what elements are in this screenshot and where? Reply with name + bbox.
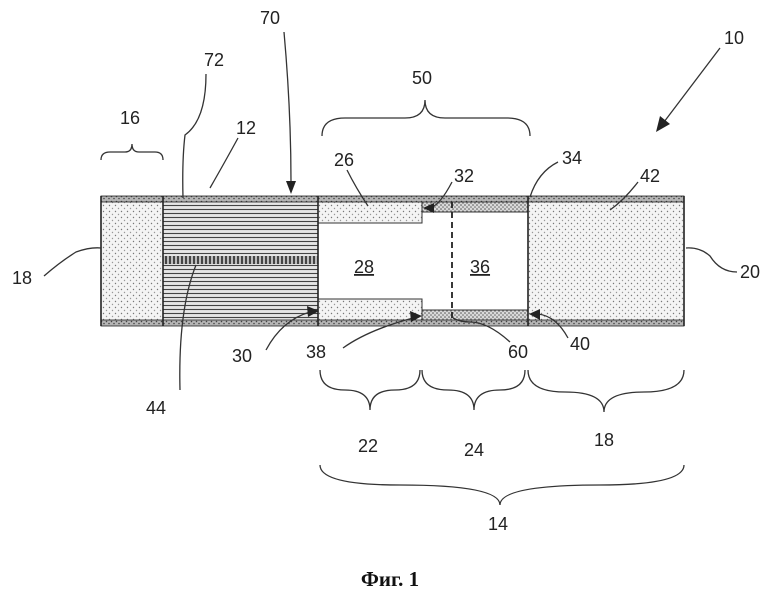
label-42: 42: [640, 166, 660, 186]
mouthpiece-filter: [528, 201, 684, 321]
label-38: 38: [306, 342, 326, 362]
label-28: 28: [354, 257, 374, 277]
outer-wrapper-bottom: [101, 320, 684, 326]
brace-16: [101, 144, 163, 160]
brace-22: [320, 370, 420, 410]
label-18-left: 18: [12, 268, 32, 288]
label-32: 32: [454, 166, 474, 186]
brace-50: [322, 100, 530, 136]
label-14: 14: [488, 514, 508, 534]
left-end-segment: [101, 201, 163, 321]
label-34: 34: [562, 148, 582, 168]
label-22: 22: [358, 436, 378, 456]
label-20: 20: [740, 262, 760, 282]
brace-24: [422, 370, 525, 410]
cooling-tube-bottom-wall: [422, 310, 528, 321]
label-72: 72: [204, 50, 224, 70]
label-26: 26: [334, 150, 354, 170]
central-strip: [163, 256, 318, 264]
label-40: 40: [570, 334, 590, 354]
label-10: 10: [724, 28, 744, 48]
label-16: 16: [120, 108, 140, 128]
figure-caption: Фиг. 1: [361, 567, 419, 591]
label-60: 60: [508, 342, 528, 362]
brace-14: [320, 465, 684, 505]
label-30: 30: [232, 346, 252, 366]
brace-18-right: [528, 370, 684, 412]
rod-body: [101, 196, 684, 326]
label-50: 50: [412, 68, 432, 88]
label-44: 44: [146, 398, 166, 418]
label-36: 36: [470, 257, 490, 277]
label-70: 70: [260, 8, 280, 28]
outer-wrapper-top: [101, 196, 684, 202]
hollow-tube-bottom-wall: [318, 299, 422, 321]
label-24: 24: [464, 440, 484, 460]
label-18-right: 18: [594, 430, 614, 450]
hollow-tube-top-wall: [318, 201, 422, 223]
label-12: 12: [236, 118, 256, 138]
